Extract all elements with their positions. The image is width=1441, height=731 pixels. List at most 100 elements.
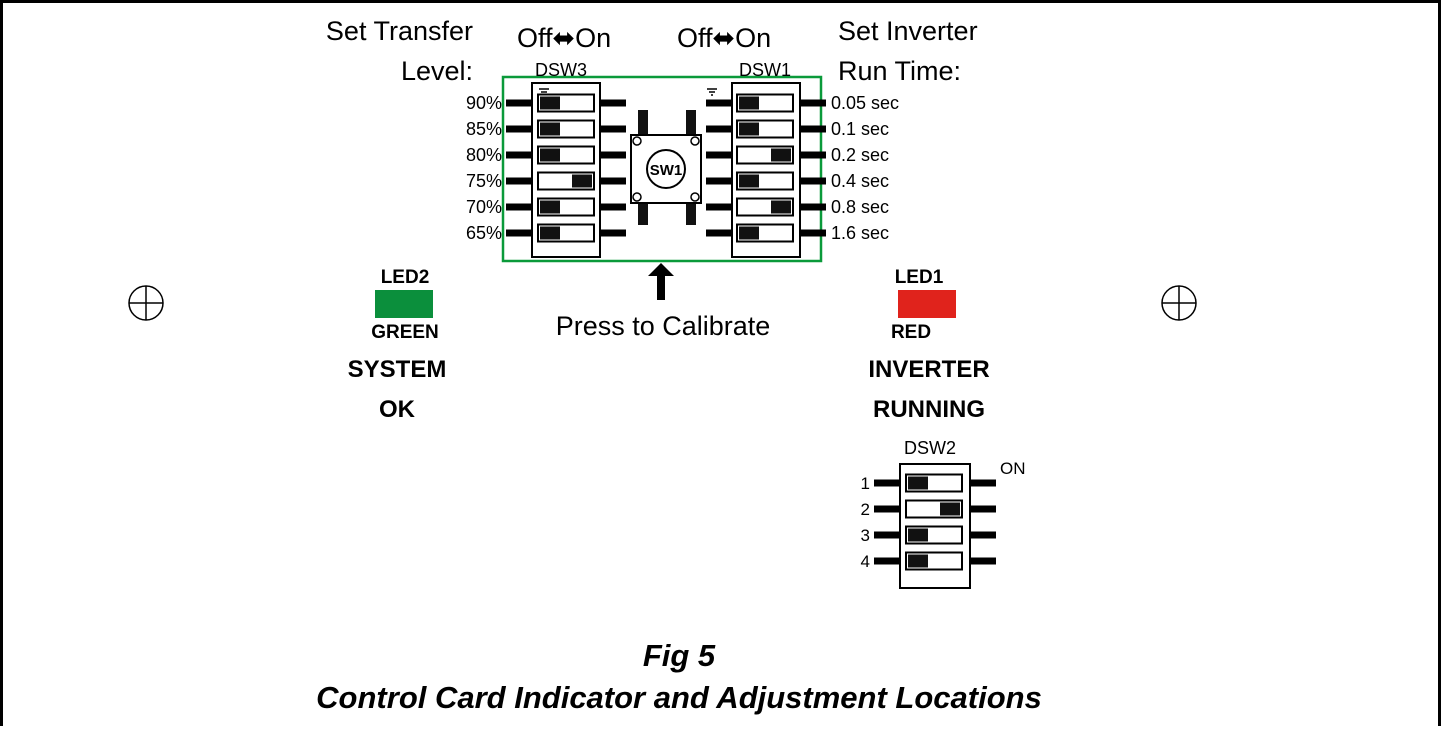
led1-color-name: RED xyxy=(891,322,931,343)
sw1-leg xyxy=(686,201,696,225)
dsw3-pin xyxy=(600,229,626,237)
led1-status-line1: INVERTER xyxy=(868,356,989,383)
dsw1-switch-label: 1.6 sec xyxy=(831,223,889,243)
dsw3-switch-label: 90% xyxy=(466,93,502,113)
dsw1-pin xyxy=(800,177,826,185)
dsw1-switch-actuator[interactable] xyxy=(739,226,759,240)
dsw1-pin xyxy=(800,151,826,159)
sw1-corner xyxy=(690,192,700,202)
dsw3-dip-switch: 90%85%80%75%70%65% xyxy=(466,82,626,258)
sw1-corner xyxy=(632,136,642,146)
dsw3-pin xyxy=(506,203,532,211)
led2-light xyxy=(375,290,433,318)
dsw1-toggle-label: Off⬌On xyxy=(677,23,771,53)
dsw3-switch-row: 65% xyxy=(466,223,626,243)
dsw3-switch-row: 80% xyxy=(466,145,626,165)
dsw1-switch-actuator[interactable] xyxy=(739,122,759,136)
dsw3-pin xyxy=(600,151,626,159)
led1-light xyxy=(898,290,956,318)
dsw3-pin xyxy=(600,203,626,211)
dsw2-switch-row: 2 xyxy=(861,499,996,519)
sw1-body xyxy=(630,134,702,204)
dsw1-switch-actuator[interactable] xyxy=(771,200,791,214)
calibrate-arrow-icon xyxy=(648,263,674,300)
dsw3-switch-actuator[interactable] xyxy=(540,226,560,240)
sw1-leg xyxy=(638,110,648,136)
dsw1-header-line1: Set Inverter xyxy=(838,16,978,46)
dsw1-pin xyxy=(800,125,826,133)
dsw2-switch-row: 1 xyxy=(861,473,996,493)
dsw1-pin xyxy=(706,229,732,237)
dsw3-header-line2: Level: xyxy=(401,56,473,86)
dsw1-pin xyxy=(706,99,732,107)
dsw3-switch-row: 85% xyxy=(466,119,626,139)
sw1-corner xyxy=(632,192,642,202)
dsw3-pin xyxy=(600,99,626,107)
dsw1-switch-row: 0.05 sec xyxy=(706,93,899,113)
dsw3-header-line1: Set Transfer xyxy=(326,16,473,46)
dsw3-switch-actuator[interactable] xyxy=(572,174,592,188)
dsw3-toggle-label: Off⬌On xyxy=(517,23,611,53)
dsw1-switch-row: 0.4 sec xyxy=(706,171,889,191)
dsw3-switch-actuator[interactable] xyxy=(540,122,560,136)
calibrate-caption: Press to Calibrate xyxy=(556,311,771,341)
dsw1-pin xyxy=(706,125,732,133)
mounting-hole-right-icon xyxy=(1161,285,1197,321)
dsw3-switch-actuator[interactable] xyxy=(540,148,560,162)
dsw3-switch-actuator[interactable] xyxy=(540,200,560,214)
dsw3-pin xyxy=(506,229,532,237)
dsw2-pin xyxy=(874,557,900,565)
led2-indicator: LED2 GREEN SYSTEM OK xyxy=(348,267,447,423)
sw1-leg xyxy=(638,201,648,225)
dsw2-dip-switch: 1 2 3 4 xyxy=(861,463,996,589)
dsw1-switch-label: 0.8 sec xyxy=(831,197,889,217)
dsw1-switch-row: 0.1 sec xyxy=(706,119,889,139)
dsw2-pin xyxy=(970,505,996,513)
dsw1-switch-actuator[interactable] xyxy=(771,148,791,162)
dsw1-switch-label: 0.05 sec xyxy=(831,93,899,113)
dsw1-switch-actuator[interactable] xyxy=(739,174,759,188)
dsw1-pin xyxy=(800,203,826,211)
dsw2-switch-row: 4 xyxy=(861,551,996,571)
dsw2-pin xyxy=(970,479,996,487)
dsw2-switch-actuator[interactable] xyxy=(908,476,928,490)
dsw3-switch-actuator[interactable] xyxy=(540,96,560,110)
sw1-button-cap[interactable] xyxy=(646,149,686,189)
dsw3-switch-row: 70% xyxy=(466,197,626,217)
dsw1-switch-row: 0.2 sec xyxy=(706,145,889,165)
dsw1-pin xyxy=(706,203,732,211)
dsw2-pin xyxy=(874,531,900,539)
dsw1-switch-label: 0.1 sec xyxy=(831,119,889,139)
figure-caption: Control Card Indicator and Adjustment Lo… xyxy=(316,680,1042,715)
dsw3-switch-label: 70% xyxy=(466,197,502,217)
dsw2-switch-row: 3 xyxy=(861,525,996,545)
dsw2-on-label: ON xyxy=(1000,459,1026,478)
dsw3-switch-label: 65% xyxy=(466,223,502,243)
dsw2-switch-label: 2 xyxy=(861,500,870,519)
dsw1-pin xyxy=(800,99,826,107)
sw1-leg xyxy=(686,110,696,136)
dsw2-pin xyxy=(970,531,996,539)
figure-number: Fig 5 xyxy=(643,638,716,673)
dsw1-switch-actuator[interactable] xyxy=(739,96,759,110)
dsw2-switch-actuator[interactable] xyxy=(908,528,928,542)
board-outline xyxy=(501,75,823,263)
dsw1-header-line2: Run Time: xyxy=(838,56,961,86)
dsw3-pin xyxy=(506,151,532,159)
dsw1-pin xyxy=(800,229,826,237)
led1-indicator: LED1 RED INVERTER RUNNING xyxy=(868,267,989,423)
dsw2-switch-actuator[interactable] xyxy=(908,554,928,568)
dsw2-switch-actuator[interactable] xyxy=(940,502,960,516)
dsw3-pin xyxy=(506,99,532,107)
sw1-push-button[interactable]: SW1 xyxy=(630,110,702,225)
led1-name: LED1 xyxy=(895,267,944,288)
dsw1-pin1-marker xyxy=(707,88,717,96)
sw1-corner xyxy=(690,136,700,146)
dsw1-switch-label: 0.2 sec xyxy=(831,145,889,165)
dsw2-switch-label: 3 xyxy=(861,526,870,545)
dsw3-name: DSW3 xyxy=(535,60,587,80)
dsw2-pin xyxy=(874,479,900,487)
led2-status-line2: OK xyxy=(379,396,416,423)
